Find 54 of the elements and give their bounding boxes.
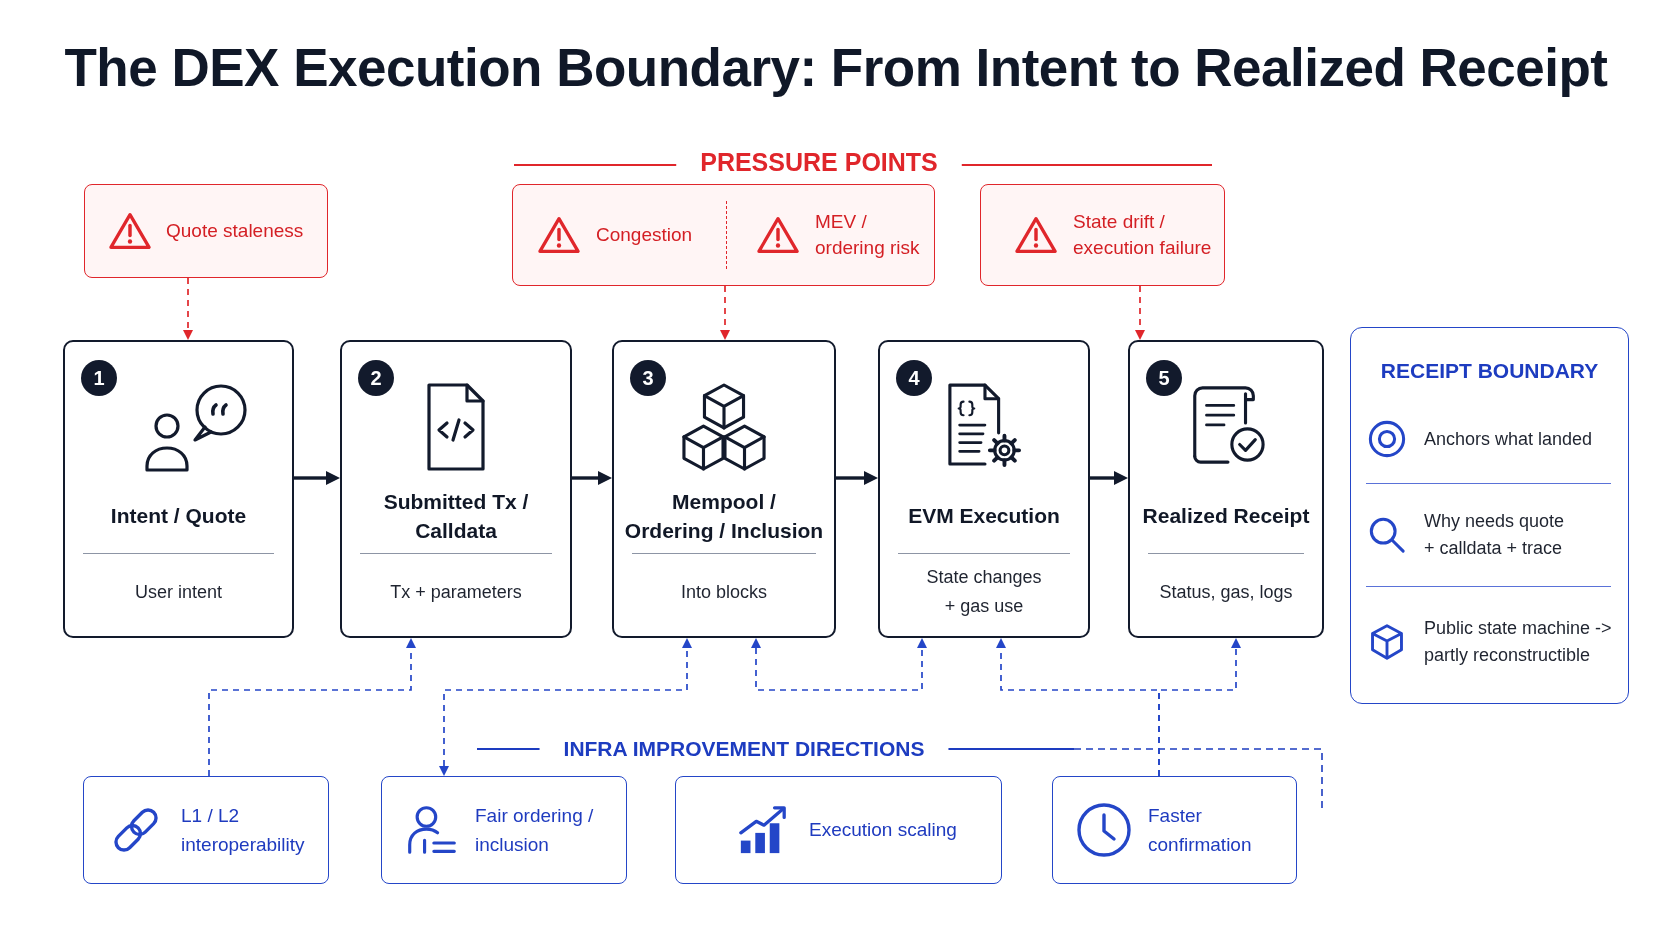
- panel-item-text: Anchors what landed: [1424, 427, 1593, 451]
- arrow: [294, 471, 340, 485]
- panel-item-text: Why needs quote + calldata + trace: [1424, 510, 1566, 560]
- dashed-arrow: [208, 638, 416, 777]
- step-description: User intent: [135, 580, 222, 604]
- section-heading: PRESSURE POINTS: [700, 147, 938, 177]
- alert-text: Congestion: [596, 223, 693, 248]
- number-badge: 3: [630, 360, 666, 396]
- step-card: [612, 340, 836, 638]
- direction-card: [381, 776, 627, 884]
- dashed-arrow: [1158, 638, 1241, 777]
- card-text: Faster confirmation: [1148, 803, 1253, 856]
- step-title: Realized Receipt: [1142, 503, 1310, 530]
- info-panel: [1350, 327, 1629, 704]
- alert-box: [84, 184, 328, 278]
- dashed-arrow: [439, 638, 692, 776]
- card-text: L1 / L2 interoperability: [181, 803, 306, 857]
- direction-card: [83, 776, 329, 884]
- arrow: [572, 471, 612, 485]
- card-text: Fair ordering / inclusion: [475, 803, 595, 856]
- step-title: Intent / Quote: [110, 503, 247, 530]
- alert-text: Quote staleness: [166, 219, 304, 244]
- step-description: State changes + gas use: [925, 566, 1043, 618]
- dashed-arrow: [183, 277, 193, 340]
- direction-card: [1052, 776, 1297, 884]
- dashed-arrow: [751, 638, 927, 691]
- number-badge: 4: [896, 360, 932, 396]
- diagram-title: The DEX Execution Boundary: From Intent to Realized Receipt: [64, 37, 1608, 99]
- arrow: [1090, 471, 1128, 485]
- step-card: [340, 340, 572, 638]
- card-text: Execution scaling: [809, 817, 957, 842]
- step-card: [878, 340, 1090, 638]
- step-title: Submitted Tx / Calldata: [382, 488, 530, 544]
- number-badge: 1: [81, 360, 117, 396]
- arrow: [836, 471, 878, 485]
- section-heading: INFRA IMPROVEMENT DIRECTIONS: [563, 737, 925, 761]
- dashed-arrow: [1135, 285, 1145, 340]
- alert-box: [512, 184, 935, 286]
- panel-heading: RECEIPT BOUNDARY: [1380, 359, 1599, 383]
- step-title: EVM Execution: [908, 503, 1060, 530]
- number-badge: 2: [358, 360, 394, 396]
- alert-text: State drift / execution failure: [1073, 210, 1213, 260]
- step-description: Status, gas, logs: [1159, 580, 1293, 604]
- number-badge: 5: [1146, 360, 1182, 396]
- alert-text: MEV / ordering risk: [815, 210, 921, 260]
- step-title: Mempool / Ordering / Inclusion: [623, 488, 825, 544]
- step-card: [1128, 340, 1324, 638]
- alert-box: [980, 184, 1225, 286]
- dashed-arrow: [720, 285, 730, 340]
- step-description: Tx + parameters: [390, 580, 522, 604]
- step-card: [63, 340, 294, 638]
- panel-item-text: Public state machine -> partly reconstructible: [1424, 617, 1613, 667]
- step-description: Into blocks: [681, 580, 767, 604]
- direction-card: [675, 776, 1002, 884]
